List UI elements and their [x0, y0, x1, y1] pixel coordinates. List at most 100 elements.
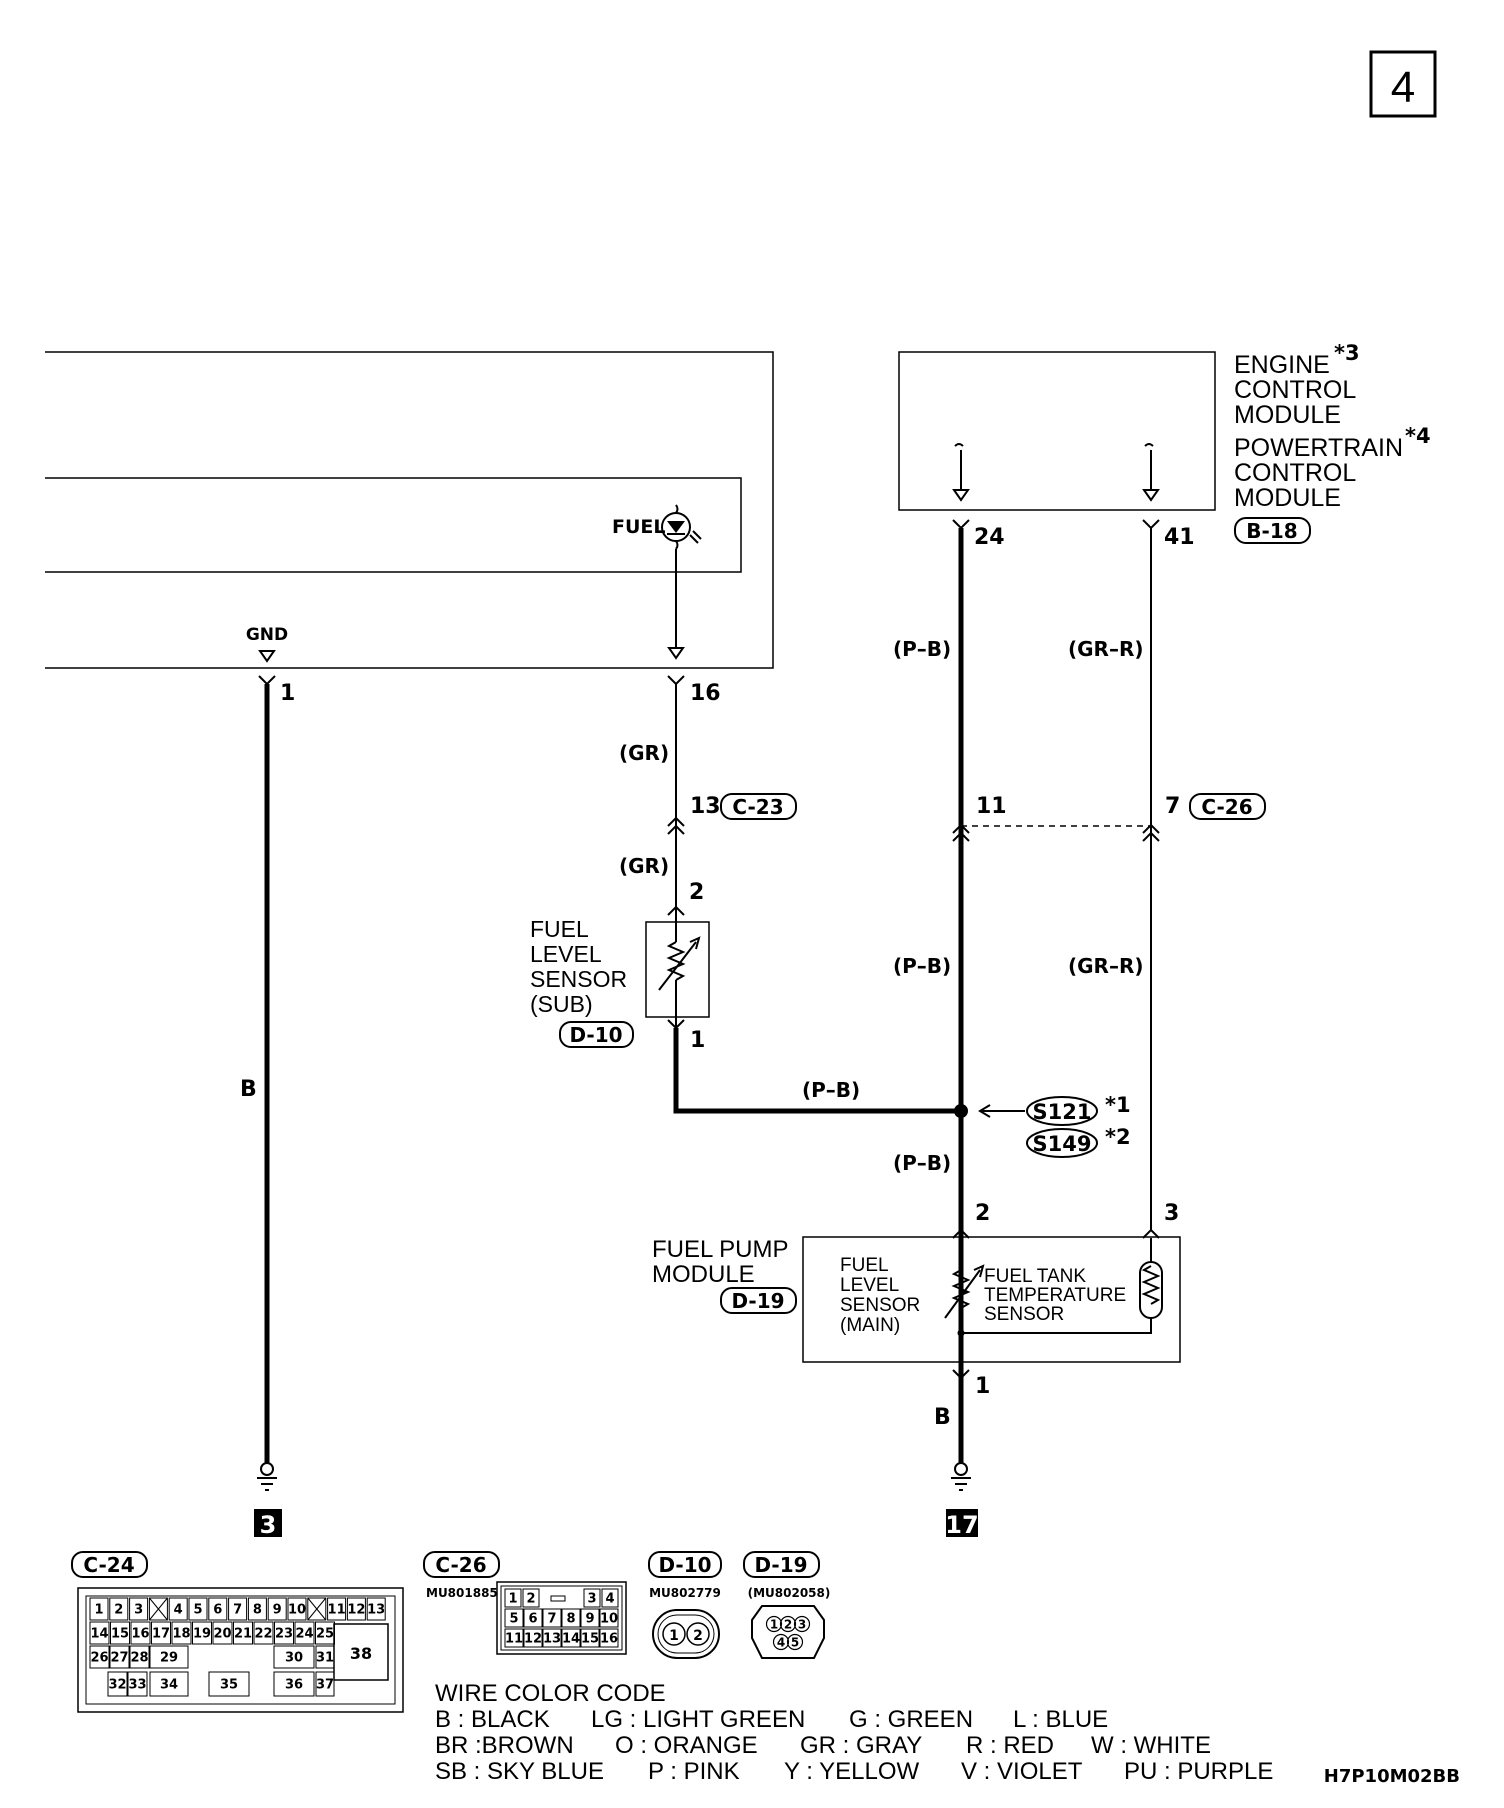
- c24-pin-14: 14: [90, 1627, 108, 1642]
- engine-control-module-box: [898, 351, 1216, 511]
- wire-color-code-entry: L : BLUE: [1013, 1706, 1108, 1733]
- ecm-line-5: CONTROL: [1234, 459, 1356, 487]
- ground-point-3-box: [254, 1509, 282, 1537]
- d19-label: D-19: [731, 1289, 784, 1313]
- d19-label-box: [720, 1287, 797, 1314]
- c26-pin-2: 2: [526, 1592, 535, 1607]
- c26-pin-1: 1: [508, 1592, 517, 1607]
- c24-pin-7: 7: [233, 1603, 242, 1618]
- d19-pin-4: 4: [777, 1636, 785, 1650]
- c26-pin-14: 14: [562, 1632, 580, 1647]
- sensor-sub-line-3: SENSOR: [530, 966, 627, 992]
- c26-pin-12: 12: [524, 1632, 542, 1647]
- fpm-pin-1: 1: [975, 1374, 990, 1399]
- wire-color-gr-lower: (GR): [619, 854, 669, 878]
- c24-pin-12: 12: [347, 1603, 365, 1618]
- c24-pin-5: 5: [193, 1603, 202, 1618]
- combination-meter-outline: [45, 351, 774, 669]
- wire-color-pb-2: (P–B): [893, 954, 951, 978]
- ecm-pin24-mark: [952, 519, 970, 530]
- c24-pin-22: 22: [254, 1627, 272, 1642]
- meter-inner-outline: [45, 477, 742, 573]
- fpm-pin1-mark: [952, 1369, 970, 1380]
- main-sensor-line-3: SENSOR: [840, 1295, 920, 1316]
- fuel-lamp-arrow: [667, 647, 685, 660]
- ground-right-icon: [951, 1462, 971, 1491]
- wire-color-code-entry: SB : SKY BLUE: [435, 1758, 604, 1785]
- wire-color-grr-2: (GR–R): [1068, 954, 1144, 978]
- c26-pin-9: 9: [585, 1612, 594, 1627]
- c26-pin7-mark: [1142, 823, 1160, 842]
- c24-pin-26: 26: [90, 1651, 108, 1666]
- main-variable-resistor-icon: [944, 1238, 985, 1376]
- d10-label: D-10: [569, 1023, 622, 1047]
- ecm-line-4: POWERTRAIN: [1234, 434, 1403, 462]
- wire-color-code-entry: P : PINK: [648, 1758, 740, 1785]
- c24-pin-33: 33: [128, 1678, 146, 1693]
- thermistor-icon: [961, 1238, 1163, 1334]
- temp-sensor-line-3: SENSOR: [984, 1304, 1064, 1325]
- wire-color-code-entry: PU : PURPLE: [1124, 1758, 1273, 1785]
- c26-pin-4: 4: [605, 1592, 614, 1607]
- d19-pin-1: 1: [770, 1618, 778, 1632]
- c24-pin-23: 23: [275, 1627, 293, 1642]
- c24-pin-3: 3: [134, 1603, 143, 1618]
- wire-color-code-entry: W : WHITE: [1091, 1732, 1211, 1759]
- splice-point: [954, 1104, 968, 1118]
- c24-pin-24: 24: [295, 1627, 313, 1642]
- c24-pin-1: 1: [94, 1603, 103, 1618]
- main-sensor-line-2: LEVEL: [840, 1275, 899, 1296]
- c26-pin-5: 5: [509, 1612, 518, 1627]
- sensor-sub-pin-2: 2: [689, 880, 704, 905]
- c24-pin-8: 8: [253, 1603, 262, 1618]
- c24-view-label-box: [71, 1551, 148, 1578]
- c24-pin-30: 30: [285, 1651, 303, 1666]
- d19-view-label: D-19: [754, 1553, 807, 1577]
- c23-pin-13: 13: [690, 794, 721, 819]
- c24-pin-19: 19: [193, 1627, 211, 1642]
- c26-pin-10: 10: [600, 1612, 618, 1627]
- ecm-pin-24: 24: [974, 525, 1005, 550]
- ecm-line-3: MODULE: [1234, 401, 1341, 429]
- d19-pin-5: 5: [791, 1636, 799, 1650]
- b18-label-box: [1234, 517, 1311, 544]
- d10-view-label: D-10: [658, 1553, 711, 1577]
- ecm-input-41: [1142, 443, 1160, 502]
- connector-d10-view: 1 2: [652, 1609, 720, 1659]
- s149-oval: [1026, 1128, 1098, 1158]
- pin16-connector-mark: [667, 675, 685, 686]
- c24-pin-10: 10: [288, 1603, 306, 1618]
- c26-pin-7: 7: [547, 1612, 556, 1627]
- wire-color-code-entry: G : GREEN: [849, 1706, 973, 1733]
- d10-pin-1: 1: [669, 1628, 679, 1644]
- wire-color-code-entry: R : RED: [966, 1732, 1054, 1759]
- d10-label-box: [559, 1021, 634, 1048]
- ecm-pin41-mark: [1142, 519, 1160, 530]
- sensor-sub-line-1: FUEL: [530, 916, 589, 942]
- c24-pin-4: 4: [174, 1603, 183, 1618]
- c24-pin-21: 21: [234, 1627, 252, 1642]
- c24-pin-13: 13: [367, 1603, 385, 1618]
- c26-view-label: C-26: [435, 1553, 486, 1577]
- sensor-sub-pin-1: 1: [690, 1028, 705, 1053]
- diagram-code: H7P10M02BB: [1324, 1766, 1460, 1787]
- gnd-arrow: [258, 650, 276, 663]
- c24-pin-35: 35: [220, 1678, 238, 1693]
- ground-left-icon: [257, 1462, 277, 1491]
- c24-pin-28: 28: [130, 1651, 148, 1666]
- d10-pin-2: 2: [693, 1628, 703, 1644]
- d19-pin-3: 3: [798, 1618, 806, 1632]
- d19-pin-2: 2: [784, 1618, 792, 1632]
- ecm-line-2: CONTROL: [1234, 376, 1356, 404]
- d19-view-label-box: [743, 1551, 820, 1578]
- ecm-note-4: *4: [1405, 424, 1431, 448]
- wire-color-code-entry: B : BLACK: [435, 1706, 550, 1733]
- sensor-sub-line-2: LEVEL: [530, 941, 602, 967]
- ecm-note-3: *3: [1334, 341, 1360, 365]
- fuel-warning-lamp-icon: [661, 504, 702, 550]
- c26-pin-7: 7: [1165, 794, 1180, 819]
- wire-color-gr-upper: (GR): [619, 741, 669, 765]
